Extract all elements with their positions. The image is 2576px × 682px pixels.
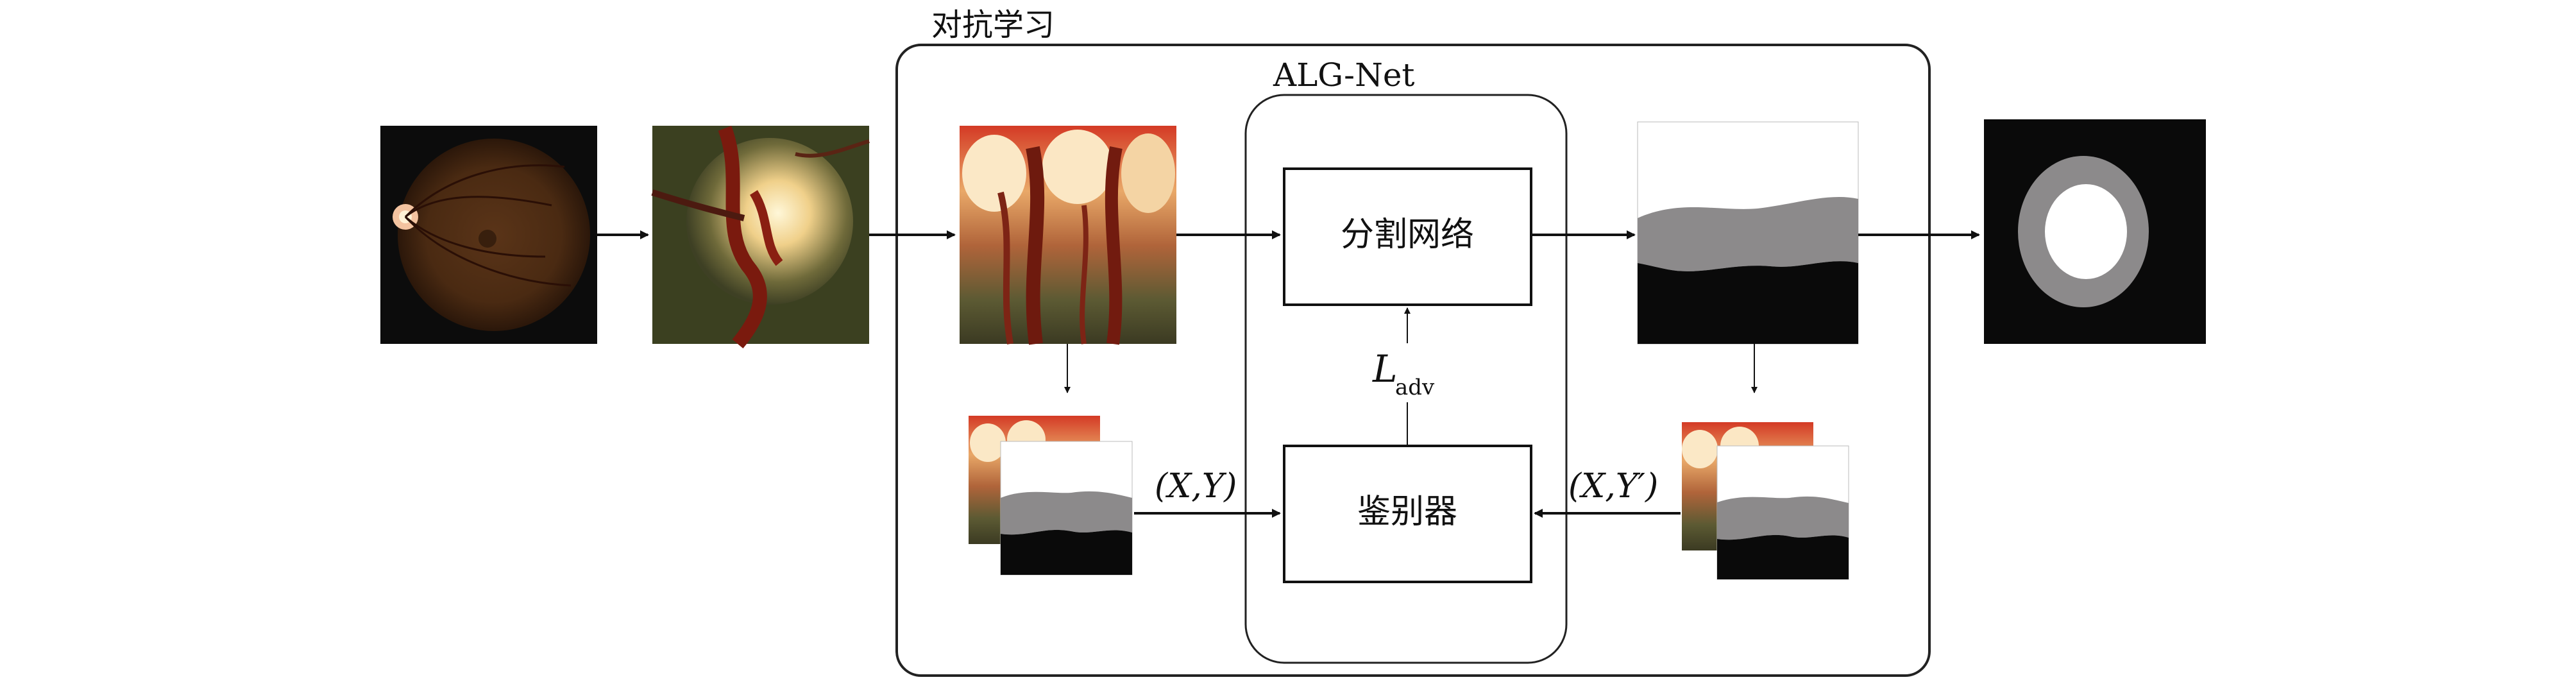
polar-segmentation-map (1637, 121, 1859, 345)
discriminator-block (1283, 445, 1532, 583)
optic-disc-crop-image (651, 126, 870, 349)
pair-pred-label: (X,Y′) (1568, 467, 1658, 506)
stacked-ground-truth-pair (969, 416, 1133, 575)
segmentation-network-block (1283, 167, 1532, 306)
alg-net-label: ALG-Net (1273, 56, 1415, 94)
segmentation-network-label: 分割网络 (1341, 216, 1474, 254)
loss-subscript: adv (1395, 375, 1435, 400)
loss-symbol: L (1372, 347, 1398, 391)
fundus-full-image (380, 126, 597, 344)
final-segmentation-result (1984, 119, 2206, 344)
alg-net-frame (1244, 94, 1568, 664)
discriminator-label: 鉴别器 (1357, 493, 1457, 531)
polar-input-image (960, 126, 1176, 345)
adv-loss-label: L adv (1366, 343, 1437, 402)
pair-true-label: (X,Y) (1155, 467, 1237, 506)
adversarial-learning-frame (895, 44, 1931, 677)
outer-group-label: 对抗学习 (931, 7, 1055, 43)
stacked-predicted-pair (1682, 422, 1849, 580)
